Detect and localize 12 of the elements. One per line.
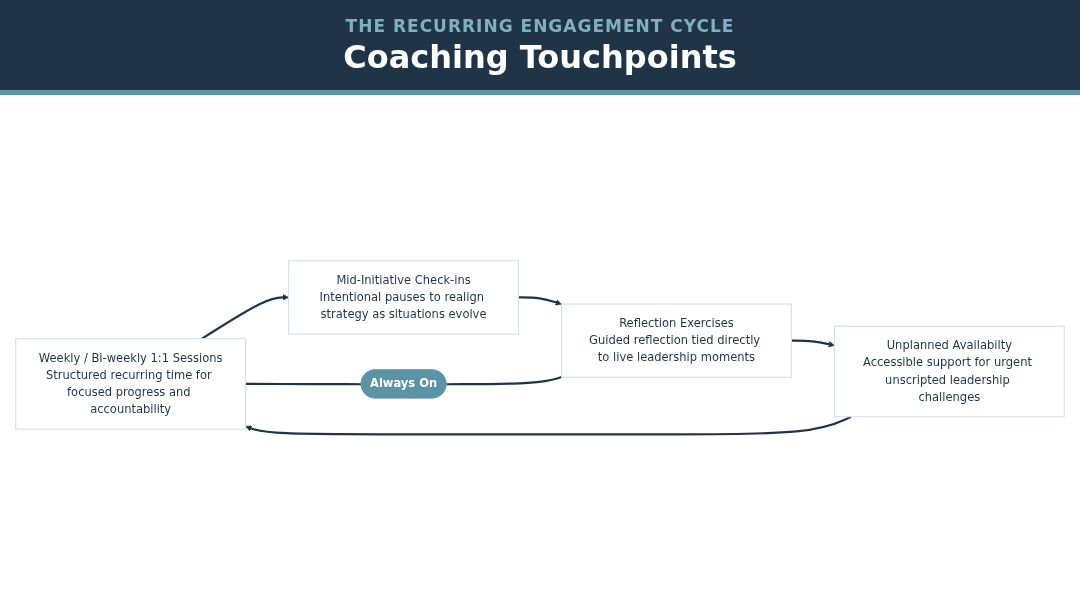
arrow — [518, 296, 562, 306]
title: Coaching Touchpoints — [343, 38, 737, 76]
node-box: Reflection Exercises Guided reflection tied directly to live leadership moments — [561, 303, 792, 378]
connector — [245, 382, 362, 386]
subtitle: THE RECURRING ENGAGEMENT CYCLE — [345, 16, 735, 36]
connector — [446, 376, 562, 386]
arrow — [245, 415, 852, 436]
node-box: Mid-Initiative Check-ins Intentional pauses to realign strategy as situations evolve — [288, 260, 519, 335]
arrow — [791, 339, 835, 348]
node-box: Weekly / Bi-weekly 1:1 Sessions Structured recurring time for focused progress and accountability — [15, 338, 247, 430]
node-box: Unplanned Availabilty Accessible support for urgent unscripted leadership challenges — [833, 325, 1065, 418]
arrow — [201, 294, 289, 340]
